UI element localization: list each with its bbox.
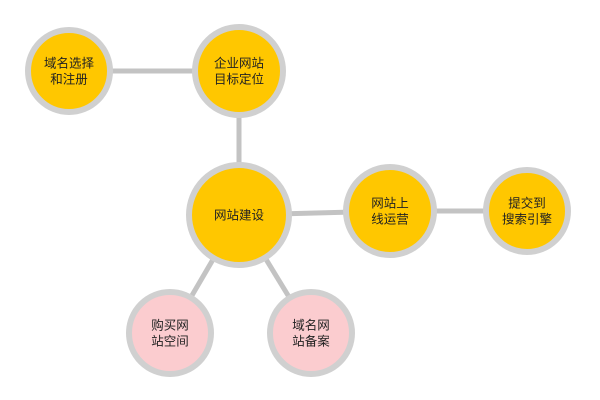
node-label-launch: 网站上线运营 — [371, 196, 409, 227]
node-submit: 提交到搜索引擎 — [483, 167, 571, 255]
node-filing: 域名网站备案 — [267, 289, 355, 377]
node-circle-build — [186, 162, 292, 268]
node-label-line: 站备案 — [292, 334, 330, 349]
node-build: 网站建设 — [186, 162, 292, 268]
node-circle-submit — [483, 167, 571, 255]
node-circle-domain — [25, 27, 113, 115]
node-circle-launch — [343, 164, 437, 258]
node-label-line: 线运营 — [371, 212, 409, 227]
node-label-line: 站空间 — [151, 334, 189, 349]
node-label-domain: 域名选择和注册 — [44, 56, 95, 87]
node-circle-hosting — [126, 289, 214, 377]
node-label-line: 网站上 — [371, 196, 409, 211]
node-label-line: 企业网站 — [214, 56, 264, 71]
node-label-line: 域名网 — [292, 318, 330, 333]
node-label-line: 和注册 — [50, 72, 88, 87]
node-label-submit: 提交到搜索引擎 — [502, 196, 552, 227]
node-hosting: 购买网站空间 — [126, 289, 214, 377]
node-launch: 网站上线运营 — [343, 164, 437, 258]
node-label-build: 网站建设 — [214, 208, 265, 223]
node-domain: 域名选择和注册 — [25, 27, 113, 115]
node-label-filing: 域名网站备案 — [292, 318, 330, 349]
node-label-line: 提交到 — [508, 196, 546, 211]
node-label-positioning: 企业网站目标定位 — [214, 56, 264, 87]
node-label-line: 域名选择 — [44, 56, 95, 71]
node-circle-positioning — [192, 24, 286, 118]
node-circle-filing — [267, 289, 355, 377]
node-label-hosting: 购买网站空间 — [151, 318, 189, 349]
node-label-line: 购买网 — [151, 318, 189, 333]
node-positioning: 企业网站目标定位 — [192, 24, 286, 118]
node-label-line: 网站建设 — [214, 208, 265, 223]
node-label-line: 目标定位 — [214, 72, 264, 87]
node-label-line: 搜索引擎 — [502, 212, 552, 227]
